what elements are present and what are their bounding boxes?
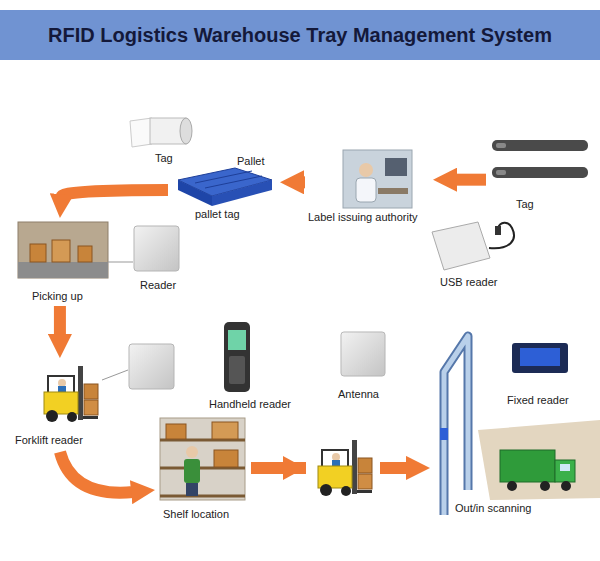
reader-panel	[129, 344, 174, 389]
cargo-box	[30, 244, 46, 262]
flow-arrow	[302, 176, 305, 188]
usb-plug	[495, 226, 501, 235]
diagram-title: RFID Logistics Warehouse Tray Management…	[48, 24, 552, 47]
illustrated-step: Tag	[128, 112, 192, 168]
flow-arrow	[455, 174, 486, 186]
illustrated-step: Label issuing authority	[305, 148, 433, 226]
office-desk	[378, 188, 408, 194]
flow-arrow	[62, 190, 168, 196]
antenna-panel	[341, 332, 385, 376]
step-label: Antenna	[338, 388, 379, 401]
worker-body	[184, 459, 200, 483]
step-label: Handheld reader	[209, 398, 291, 411]
pallet-side	[212, 180, 272, 206]
cargo-box	[214, 450, 238, 467]
operator-head	[359, 163, 373, 177]
pallet-slat	[195, 171, 262, 188]
step-label: pallet tag	[195, 208, 240, 221]
illustrated-step: Out/in scanning	[430, 418, 590, 520]
truck-window	[560, 464, 570, 471]
illustrated-step: Antenna	[334, 326, 390, 404]
flow-arrow	[60, 452, 134, 493]
tag-roll-end	[180, 118, 192, 144]
reader-panel	[134, 226, 179, 271]
step-label: Fixed reader	[507, 394, 569, 407]
step-label: Tag	[516, 198, 534, 211]
cargo-box	[212, 422, 238, 439]
fixed-reader	[512, 343, 568, 373]
truck-wheel	[561, 481, 571, 491]
worker-head	[186, 446, 198, 458]
tag-bar-end	[496, 170, 506, 175]
usb-cable	[489, 223, 514, 249]
rfid-gate-face	[444, 336, 468, 515]
cargo-box	[166, 424, 186, 439]
office-photo	[343, 150, 412, 208]
tag-bar-end	[496, 143, 506, 148]
office-monitor	[385, 158, 407, 176]
step-label: Label issuing authority	[308, 211, 417, 224]
illustrated-step: Pallet pallet tag	[168, 152, 280, 224]
title-band: RFID Logistics Warehouse Tray Management…	[0, 10, 600, 60]
illustrated-step: Forklift reader	[12, 358, 108, 452]
truck-wheel	[540, 481, 550, 491]
step-label: Forklift reader	[15, 434, 83, 447]
tag-bar	[492, 167, 588, 178]
usb-reader	[432, 222, 490, 270]
picking-photo	[18, 222, 108, 278]
handheld-keypad	[229, 356, 245, 384]
flow-arrowhead	[283, 456, 305, 480]
illustrated-step: Reader	[130, 222, 186, 294]
tag-bar	[492, 140, 588, 151]
leader-line	[102, 370, 128, 380]
step-label: Out/in scanning	[455, 502, 531, 515]
shelf-photo	[160, 418, 245, 500]
illustrated-step: Shelf location	[155, 414, 251, 524]
handheld-reader	[224, 322, 250, 392]
illustrated-step: Fixed reader	[500, 338, 582, 410]
truck-cab	[555, 460, 575, 482]
step-label: Pallet	[237, 155, 265, 168]
step-label: Shelf location	[163, 508, 229, 521]
forklift	[318, 440, 372, 496]
cargo-box	[52, 240, 70, 262]
dock-floor	[478, 420, 600, 500]
gate-antenna	[440, 428, 448, 440]
forklift	[44, 366, 98, 422]
truck-wheel	[507, 481, 517, 491]
leader-line	[108, 262, 133, 263]
operator-body	[356, 178, 376, 202]
cargo-box	[78, 246, 92, 262]
shelf-board	[160, 440, 245, 496]
step-label: Reader	[140, 279, 176, 292]
flow-arrow	[54, 306, 66, 336]
illustrated-step: Handheld reader	[205, 318, 305, 414]
fixed-reader-panel	[520, 348, 560, 366]
illustrated-step: Tag	[486, 136, 590, 214]
rfid-gate	[444, 336, 468, 515]
step-label: USB reader	[440, 276, 497, 289]
pallet-side	[178, 180, 212, 206]
truck-cargo	[500, 450, 555, 482]
step-label: Picking up	[32, 290, 83, 303]
forklift-ground	[306, 436, 380, 502]
step-label: Tag	[155, 152, 173, 165]
conveyor	[18, 262, 108, 278]
illustrated-step: Picking up	[10, 218, 114, 306]
worker-legs	[186, 483, 198, 496]
illustrated-step: USB reader	[425, 214, 520, 292]
handheld-screen	[228, 330, 246, 350]
tag-paper	[130, 118, 152, 147]
